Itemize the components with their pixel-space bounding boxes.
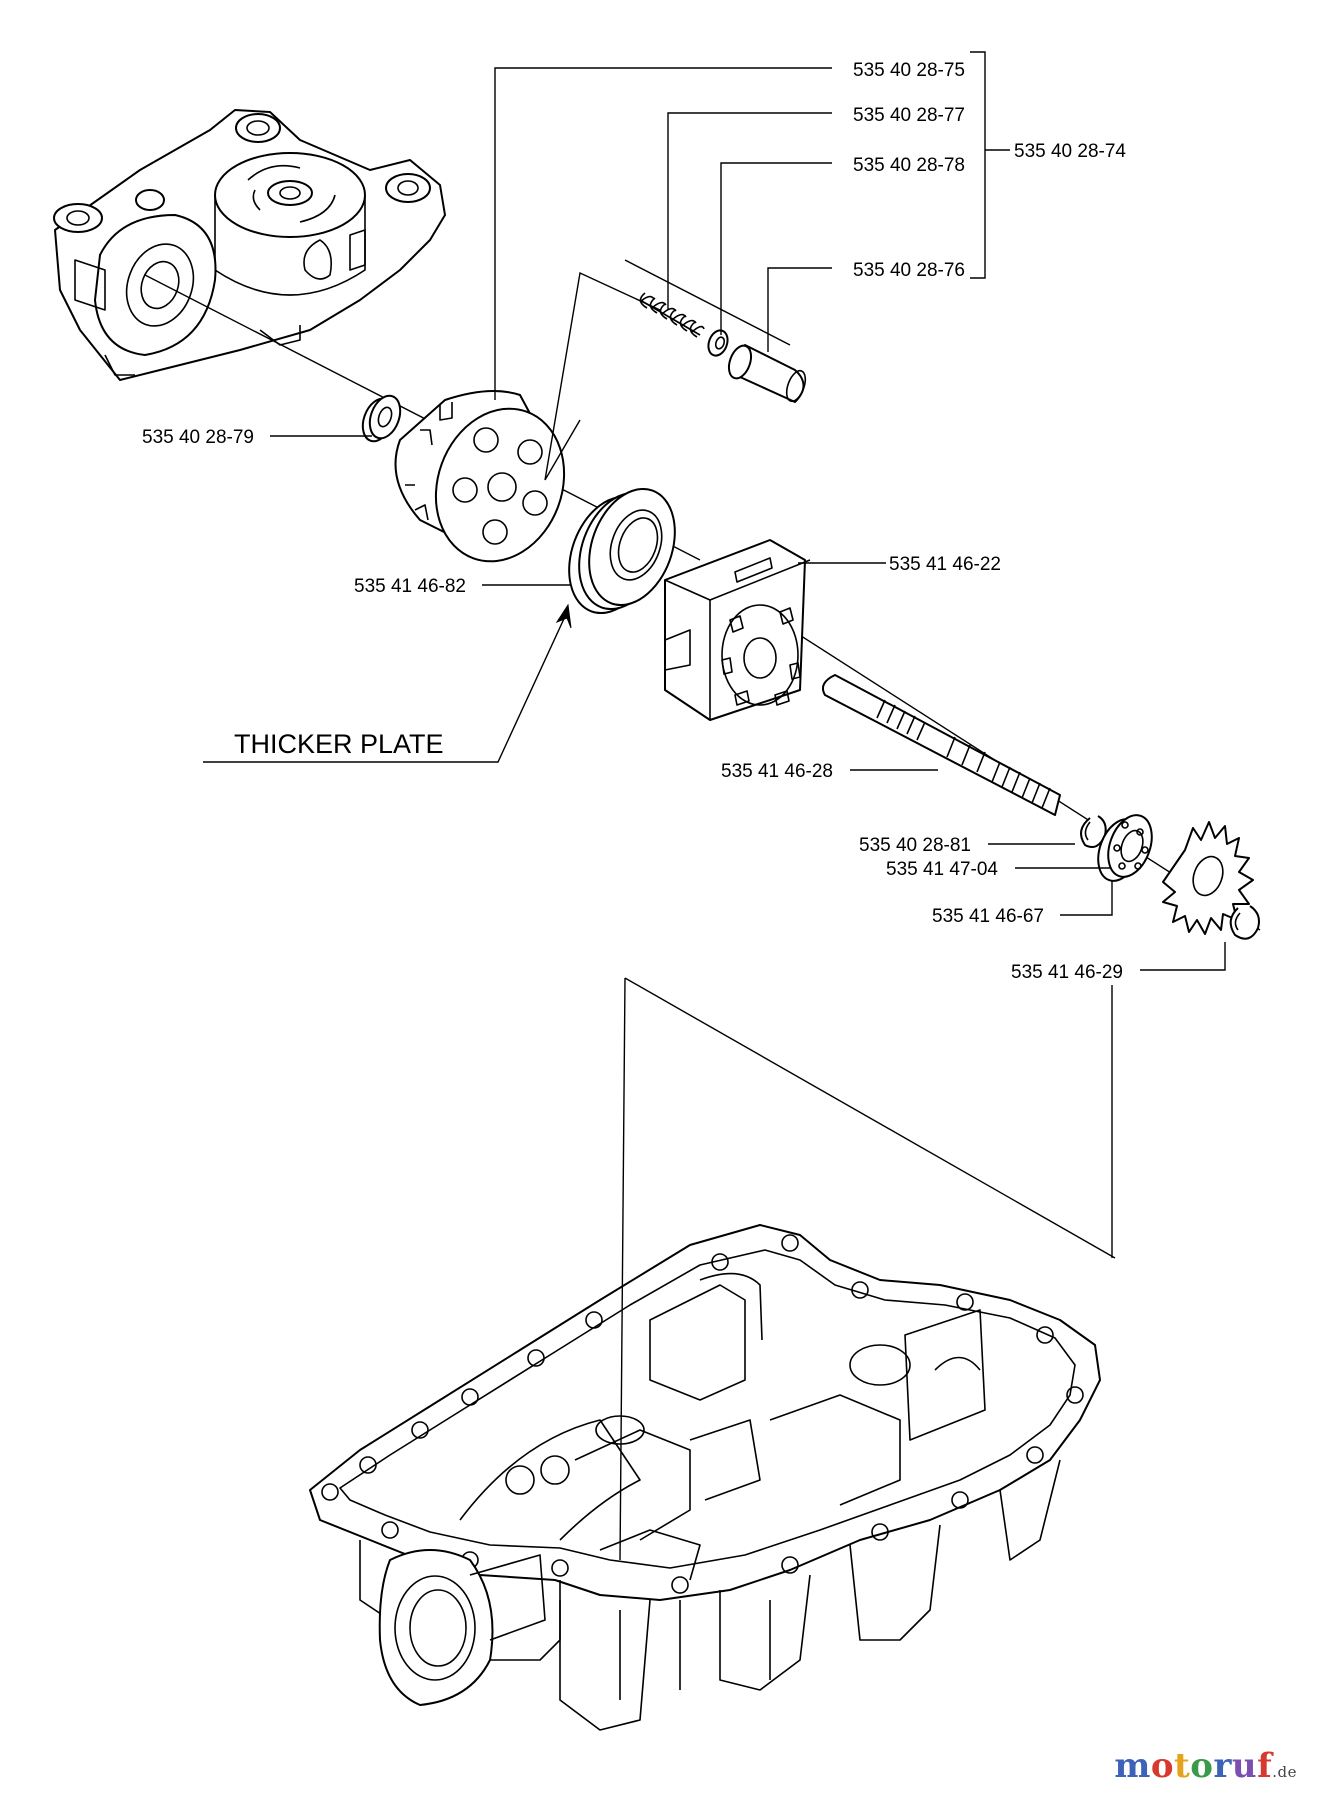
lower-housing	[309, 1224, 1101, 1731]
part-label-535-40-28-74: 535 40 28-74	[1014, 141, 1126, 162]
part-label-535-40-28-77: 535 40 28-77	[853, 105, 965, 126]
pump-housing	[53, 109, 446, 381]
cylinder-block-part	[394, 390, 566, 563]
part-label-535-40-28-81: 535 40 28-81	[859, 835, 971, 856]
end-circlip-part	[1229, 905, 1260, 940]
part-label-535-41-46-67: 535 41 46-67	[932, 906, 1044, 927]
part-label-535-41-46-29: 535 41 46-29	[1011, 962, 1123, 983]
part-label-535-41-46-82: 535 41 46-82	[354, 576, 466, 597]
motoruf-watermark-logo: motoruf.de	[1114, 1746, 1297, 1786]
part-label-535-40-28-78: 535 40 28-78	[853, 155, 965, 176]
washer-part	[361, 394, 402, 443]
part-label-535-40-28-76: 535 40 28-76	[853, 260, 965, 281]
part-label-535-41-47-04: 535 41 47-04	[886, 859, 998, 880]
lower-guide-line	[619, 977, 1116, 1561]
spring-part	[639, 292, 705, 338]
part-label-535-40-28-75: 535 40 28-75	[853, 60, 965, 81]
bearing-part	[1097, 814, 1153, 882]
thicker-plate-callout: THICKER PLATE	[234, 729, 444, 759]
part-label-535-40-28-79: 535 40 28-79	[142, 427, 254, 448]
piston-part	[727, 344, 807, 403]
shaft-part	[822, 674, 1061, 816]
part-number-labels: 535 40 28-75 535 40 28-77 535 40 28-78 5…	[142, 60, 1126, 983]
leader-lines	[203, 51, 1226, 1258]
port-plate-part	[664, 539, 811, 721]
thrust-plate-part	[568, 487, 676, 615]
circlip-part	[1080, 815, 1107, 848]
gear-part	[1162, 821, 1254, 935]
part-label-535-41-46-28: 535 41 46-28	[721, 761, 833, 782]
ring-part	[707, 329, 729, 357]
part-label-535-41-46-22: 535 41 46-22	[889, 554, 1001, 575]
